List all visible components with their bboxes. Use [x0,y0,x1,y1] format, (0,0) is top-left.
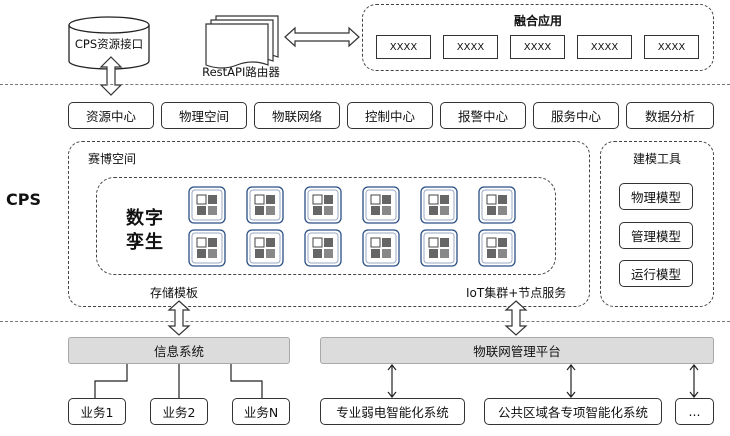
business-n[interactable]: 业务N [232,398,290,425]
center-control[interactable]: 控制中心 [347,102,433,129]
storage-template-label: 存储模板 [150,286,199,300]
cyber-space-title: 赛博空间 [88,152,137,166]
fusion-applications-title: 融合应用 [513,14,562,28]
professional-weak-current-system[interactable]: 专业弱电智能化系统 [320,398,465,425]
digital-twin-label-line1: 数字 [126,208,164,229]
cps-side-label: CPS [6,190,41,209]
arrow-double-horizontal-icon [284,26,360,48]
arrow-double-vertical-icon [99,56,123,96]
cps-resource-interface-label: CPS资源接口 [74,37,144,51]
business-1[interactable]: 业务1 [68,398,126,425]
restapi-router-label: RestAPI路由器 [202,65,280,79]
center-data-analysis[interactable]: 数据分析 [626,102,714,129]
cps-resource-interface: CPS资源接口 [68,16,150,70]
fusion-item[interactable]: XXXX [577,35,632,59]
fusion-item[interactable]: XXXX [443,35,498,59]
digital-twin-panel [96,177,556,275]
fusion-item[interactable]: XXXX [510,35,565,59]
section-divider-top [0,84,730,85]
restapi-router-icon [205,15,279,69]
center-iot-network[interactable]: 物联网络 [254,102,340,129]
business-2[interactable]: 业务2 [150,398,208,425]
physical-model-button[interactable]: 物理模型 [619,183,693,210]
management-model-button[interactable]: 管理模型 [619,222,693,249]
public-area-intelligent-system[interactable]: 公共区域各专项智能化系统 [484,398,662,425]
iot-management-platform-bar[interactable]: 物联网管理平台 [320,337,714,364]
arrow-double-vertical-icon [504,300,528,336]
operation-model-button[interactable]: 运行模型 [619,260,693,287]
fusion-item[interactable]: XXXX [376,35,431,59]
iot-cluster-label: IoT集群+节点服务 [466,286,567,300]
digital-twin-label-line2: 孪生 [126,232,164,253]
center-physical-space[interactable]: 物理空间 [161,102,247,129]
cyber-space-panel [68,141,590,307]
modeling-tools-panel [600,141,714,307]
database-cylinder-icon [68,16,150,70]
information-system-bar[interactable]: 信息系统 [68,337,290,364]
fusion-applications-panel [362,4,714,71]
center-alarm[interactable]: 报警中心 [440,102,526,129]
center-resource[interactable]: 资源中心 [68,102,154,129]
section-divider-bottom [0,321,730,322]
center-service[interactable]: 服务中心 [533,102,619,129]
arrow-double-vertical-icon [167,300,191,336]
more-systems[interactable]: ... [675,398,714,425]
modeling-tools-title: 建模工具 [632,152,681,166]
fusion-item[interactable]: XXXX [644,35,699,59]
